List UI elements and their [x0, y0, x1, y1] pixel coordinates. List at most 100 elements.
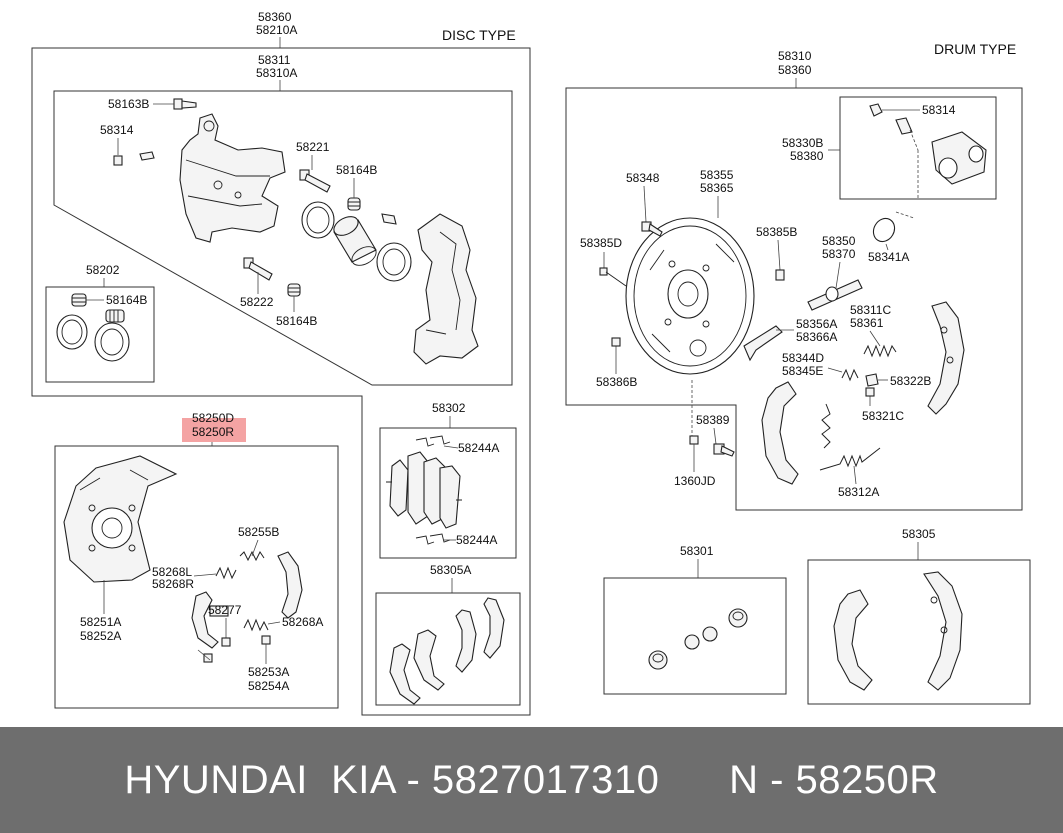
drum-shoe-left: [761, 381, 799, 485]
disc-type-title: DISC TYPE: [442, 27, 516, 43]
cup-seal-58341A: [872, 217, 896, 243]
spring-center: [821, 403, 831, 449]
footer-banner: HYUNDAI KIA - 5827017310 N - 58250R: [0, 727, 1063, 833]
label-58312A: 58312A: [838, 485, 879, 499]
label-58322B: 58322B: [890, 374, 931, 388]
footer-spacer: [659, 758, 729, 803]
label-58210A: 58210A: [256, 23, 297, 37]
label-58386B: 58386B: [596, 375, 637, 389]
parking-shoe-right: [277, 551, 303, 619]
caliper-bracket: [413, 213, 479, 365]
guide-pin-58222: [243, 257, 273, 281]
label-58255B: 58255B: [238, 525, 279, 539]
label-58389: 58389: [696, 413, 730, 427]
label-58355: 58355: [700, 168, 734, 182]
label-58341A: 58341A: [868, 250, 909, 264]
bleeder-58314: [113, 151, 155, 166]
drum-outer-box: [565, 87, 1023, 511]
label-58244A-a: 58244A: [458, 441, 499, 455]
label-58321C: 58321C: [862, 409, 904, 423]
caliper-body: [179, 113, 286, 243]
label-58344D: 58344D: [782, 351, 824, 365]
label-58268L: 58268L: [152, 565, 192, 579]
label-58385D: 58385D: [580, 236, 622, 250]
parking-backing-plate: [63, 455, 178, 583]
label-58330B: 58330B: [782, 136, 823, 150]
label-58305A: 58305A: [430, 563, 471, 577]
label-58250R: 58250R: [192, 425, 234, 439]
label-58277: 58277: [208, 603, 242, 617]
label-58345E: 58345E: [782, 364, 823, 378]
label-58366A: 58366A: [796, 330, 837, 344]
label-58250D: 58250D: [192, 411, 234, 425]
wheel-cylinder-box: [839, 96, 997, 200]
pad-shims: [415, 435, 451, 545]
drum-type-title: DRUM TYPE: [934, 41, 1016, 57]
label-58380: 58380: [790, 149, 824, 163]
label-58251A: 58251A: [80, 615, 121, 629]
piston: [333, 216, 377, 266]
disc-type-section: DISC TYPE 58360 58210A 58311 58310A 5816…: [31, 10, 531, 716]
spring-58255B: [239, 550, 265, 562]
strut-58277: [209, 605, 229, 617]
label-58164B-c: 58164B: [276, 314, 317, 328]
label-58268R: 58268R: [152, 577, 194, 591]
boot-58164B-c: [287, 283, 301, 297]
bolt-1360JD: [689, 435, 735, 457]
label-58310A: 58310A: [256, 66, 297, 80]
drum-shoe-right: [927, 301, 965, 415]
label-58311C: 58311C: [850, 303, 891, 317]
shoe-set-58305A-box: [375, 592, 521, 706]
disc-outer-box: [31, 47, 531, 716]
label-1360JD: 1360JD: [674, 474, 716, 488]
wheel-cylinder: [869, 103, 987, 185]
parking-assembly-box: [54, 445, 339, 709]
label-58268A: 58268A: [282, 615, 323, 629]
label-58164B-b: 58164B: [106, 293, 147, 307]
bolt-58163B: [173, 98, 197, 110]
label-58252A: 58252A: [80, 629, 121, 643]
shoe-set-58305-box: [807, 559, 1031, 705]
adjuster-58268: [215, 566, 237, 580]
label-58385B: 58385B: [756, 225, 797, 239]
drum-backing-plate: [625, 217, 755, 375]
spring-58311C: [863, 344, 897, 358]
label-58305: 58305: [902, 527, 936, 541]
label-58253A: 58253A: [248, 665, 289, 679]
label-58356A: 58356A: [796, 317, 837, 331]
label-58348: 58348: [626, 171, 660, 185]
footer-brand-part-number: HYUNDAI KIA - 5827017310: [124, 757, 660, 802]
label-58164B-a: 58164B: [336, 163, 377, 177]
label-58221: 58221: [296, 140, 330, 154]
label-58222: 58222: [240, 295, 274, 309]
clip-58322B: [865, 373, 879, 387]
kit-58202-box: [45, 286, 155, 383]
pin-58386B: [611, 337, 621, 347]
adjuster-58350: [807, 279, 863, 311]
boot-58164B-a: [347, 197, 361, 211]
label-58360-drum: 58360: [778, 63, 812, 77]
footer-n-code: N - 58250R: [729, 757, 939, 802]
label-58202: 58202: [86, 263, 120, 277]
label-58302: 58302: [432, 401, 466, 415]
spring-cup-58385B: [775, 269, 785, 281]
dust-boot: [376, 242, 412, 282]
label-58314-drum: 58314: [922, 103, 956, 117]
highlight-58250R: [182, 418, 246, 442]
spring-58312A: [819, 447, 881, 471]
kit-58202-parts: [56, 293, 130, 362]
label-58311: 58311: [258, 53, 291, 67]
parts-diagram: DISC TYPE 58360 58210A 58311 58310A 5816…: [31, 10, 1031, 716]
label-58360-disc: 58360: [258, 10, 292, 24]
drum-shoes-58305: [833, 571, 963, 691]
kit-58301-box: [603, 577, 787, 695]
label-58365: 58365: [700, 181, 734, 195]
label-58301: 58301: [680, 544, 714, 558]
label-58254A: 58254A: [248, 679, 289, 693]
label-58350: 58350: [822, 234, 856, 248]
label-58314-disc: 58314: [100, 123, 134, 137]
parking-shoes-58305A: [389, 597, 505, 705]
spring-58344D: [841, 368, 859, 382]
spring-58268A: [243, 618, 269, 632]
label-58163B: 58163B: [108, 97, 149, 111]
